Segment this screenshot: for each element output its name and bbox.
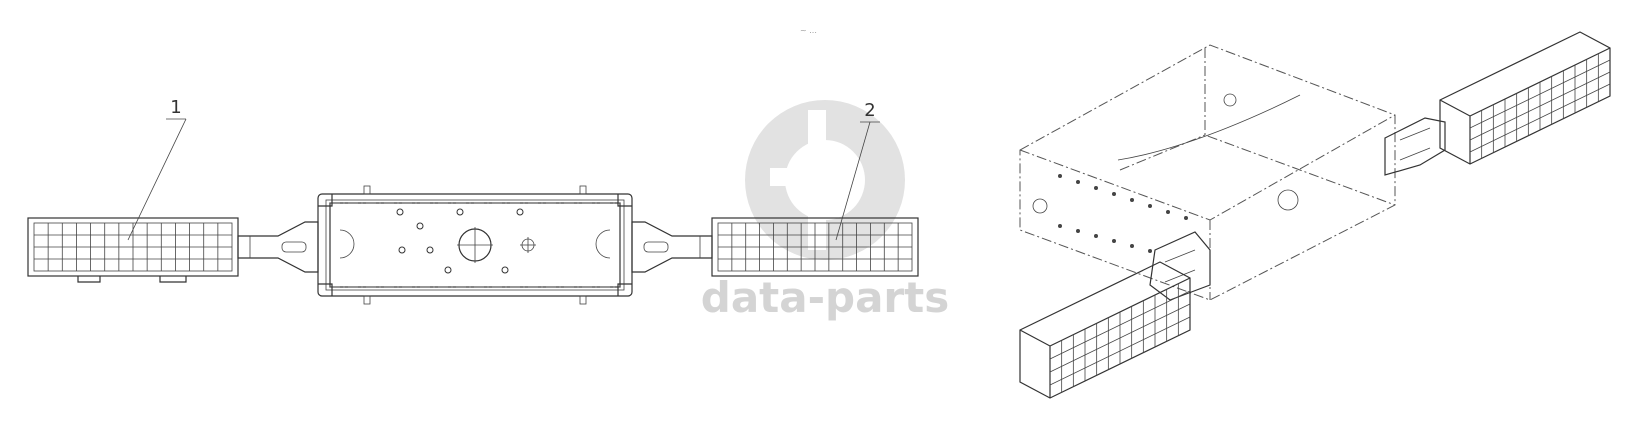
central-frame xyxy=(317,185,633,305)
iso-frame xyxy=(1019,44,1396,301)
svg-text:~ ...: ~ ... xyxy=(800,26,817,35)
isometric-view-assembly xyxy=(1019,31,1611,399)
watermark: data-parts xyxy=(701,100,949,322)
callout-2-label: 2 xyxy=(864,100,875,121)
top-view-assembly: 1 2 xyxy=(27,97,919,305)
callout-1-leader xyxy=(127,118,187,241)
right-basket xyxy=(711,217,919,277)
right-arm xyxy=(631,221,713,273)
watermark-text: data-parts xyxy=(701,273,949,322)
left-arm xyxy=(237,221,319,273)
iso-basket-right xyxy=(1439,31,1611,165)
left-basket xyxy=(27,217,239,283)
iso-basket-left xyxy=(1019,261,1191,399)
callout-1-label: 1 xyxy=(170,97,181,118)
callout-2-leader xyxy=(835,121,871,241)
